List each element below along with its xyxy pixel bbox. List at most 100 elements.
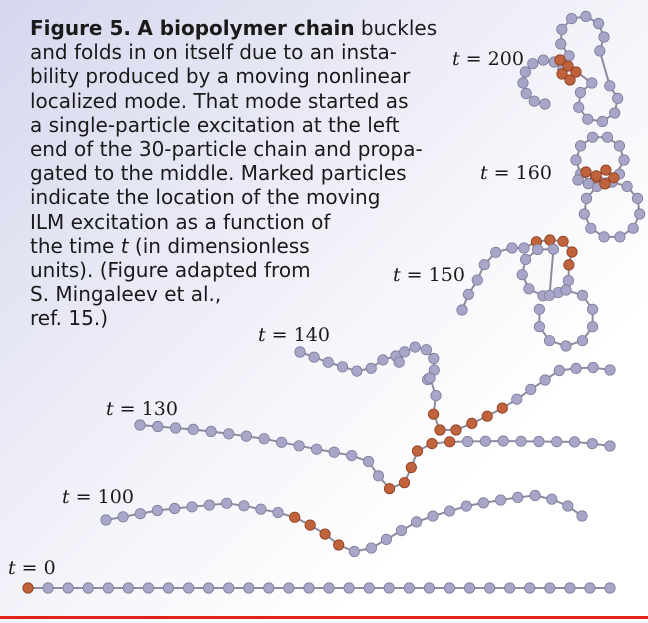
chain-particle (570, 362, 582, 374)
excited-particle (405, 461, 417, 474)
chain-particle (423, 582, 435, 594)
chain-particle (556, 23, 568, 36)
chain-particle (322, 356, 334, 368)
chain-particle (527, 58, 539, 70)
excited-particle (556, 68, 568, 80)
caption-italic-t: t (120, 233, 129, 258)
chain-particle (517, 77, 529, 89)
chain-particle (533, 303, 546, 315)
chain-t130 (134, 419, 616, 495)
excited-particle (599, 178, 611, 190)
chain-particle (562, 500, 574, 512)
chain-particle (377, 354, 389, 366)
chain-particle (62, 582, 74, 594)
caption-line-11: units). (Figure adapted from (30, 258, 311, 283)
chain-particle (587, 361, 599, 374)
chain-particle (372, 470, 385, 482)
chain-particle (346, 449, 358, 462)
excited-particle (450, 424, 462, 436)
chain-particle (443, 582, 455, 594)
time-label-140: t = 140 (258, 324, 330, 346)
figure-number: Figure 5. (30, 16, 131, 40)
excited-particle (289, 511, 301, 523)
chain-particle (585, 222, 597, 234)
chain-particle (122, 582, 134, 594)
chain-particle (582, 178, 594, 190)
chain-particle (102, 582, 114, 594)
chain-particle (42, 582, 54, 594)
chain-particle (532, 243, 544, 256)
chain-particle (272, 506, 284, 519)
chain-particle (609, 107, 621, 119)
excited-particle (319, 528, 331, 540)
caption-line-13: ref. 15.) (30, 306, 108, 331)
chain-particle (627, 222, 639, 234)
chain-particle (631, 192, 644, 204)
chain-particle (546, 493, 558, 505)
chain-particle (255, 503, 267, 515)
chain-particle (539, 374, 551, 386)
chain-particle (243, 582, 255, 594)
chain-particle (604, 582, 616, 594)
chain-particle (477, 497, 489, 509)
chain-particle (544, 582, 556, 594)
chain-particle (511, 393, 523, 405)
caption-line-1: Figure 5. A biopolymer chain buckles (30, 16, 437, 40)
chain-particle (186, 501, 198, 513)
chain-particle (586, 303, 599, 315)
figure-caption: Figure 5. A biopolymer chain buckles and… (30, 16, 437, 331)
chain-particle (134, 508, 146, 520)
caption-line-4: localized mode. That mode started as (30, 88, 409, 113)
excited-particle (496, 402, 508, 414)
chain-particle (537, 54, 549, 66)
chain-particle (424, 372, 436, 384)
chain-particle (490, 246, 502, 258)
chain-particle (263, 582, 275, 594)
chain-particle (100, 514, 112, 526)
chain-particle (618, 154, 630, 166)
chain-particle (221, 497, 233, 509)
chain-particle (576, 510, 588, 522)
chain-particle (328, 446, 340, 458)
chain-particle (410, 516, 423, 528)
chain-particle (516, 269, 528, 281)
chain-particle (553, 364, 565, 377)
chain-particle (594, 45, 606, 57)
chain-particle (598, 31, 610, 43)
chain-particle (456, 304, 468, 316)
chain-particle (604, 440, 616, 452)
chain-particle (604, 364, 616, 376)
chain-particle (573, 101, 585, 113)
chain-particle (240, 430, 252, 442)
time-label-200: t = 200 (452, 48, 524, 70)
chain-particle (612, 92, 624, 105)
chain-particle (152, 420, 164, 433)
excited-particle (444, 436, 456, 448)
chain-particle (586, 437, 598, 450)
caption-text-1: buckles (354, 16, 438, 40)
time-label-0: t = 0 (8, 557, 56, 579)
chain-particle (151, 504, 163, 517)
caption-line-7: gated to the middle. Marked particles (30, 161, 407, 186)
chain-particle (518, 242, 530, 254)
excited-particle (566, 246, 578, 258)
chain-particle (596, 115, 609, 128)
chain-particle (162, 582, 175, 594)
chain-bond (598, 50, 611, 87)
chain-t140 (294, 341, 616, 436)
excited-particle (22, 582, 34, 594)
chain-particle (362, 455, 375, 468)
chain-particle (117, 511, 129, 523)
chain-particle (520, 87, 532, 100)
excited-particle (570, 66, 582, 78)
excited-particle (304, 519, 316, 531)
chain-particle (539, 98, 551, 110)
caption-line-2: and folds in on itself due to an insta- (30, 40, 397, 65)
chain-particle (303, 582, 315, 594)
excited-particle (562, 60, 574, 72)
chain-particle (483, 582, 496, 594)
chain-particle (336, 361, 349, 373)
chain-particle (134, 419, 146, 431)
chain-particle (169, 502, 181, 515)
chain-particle (293, 440, 305, 452)
